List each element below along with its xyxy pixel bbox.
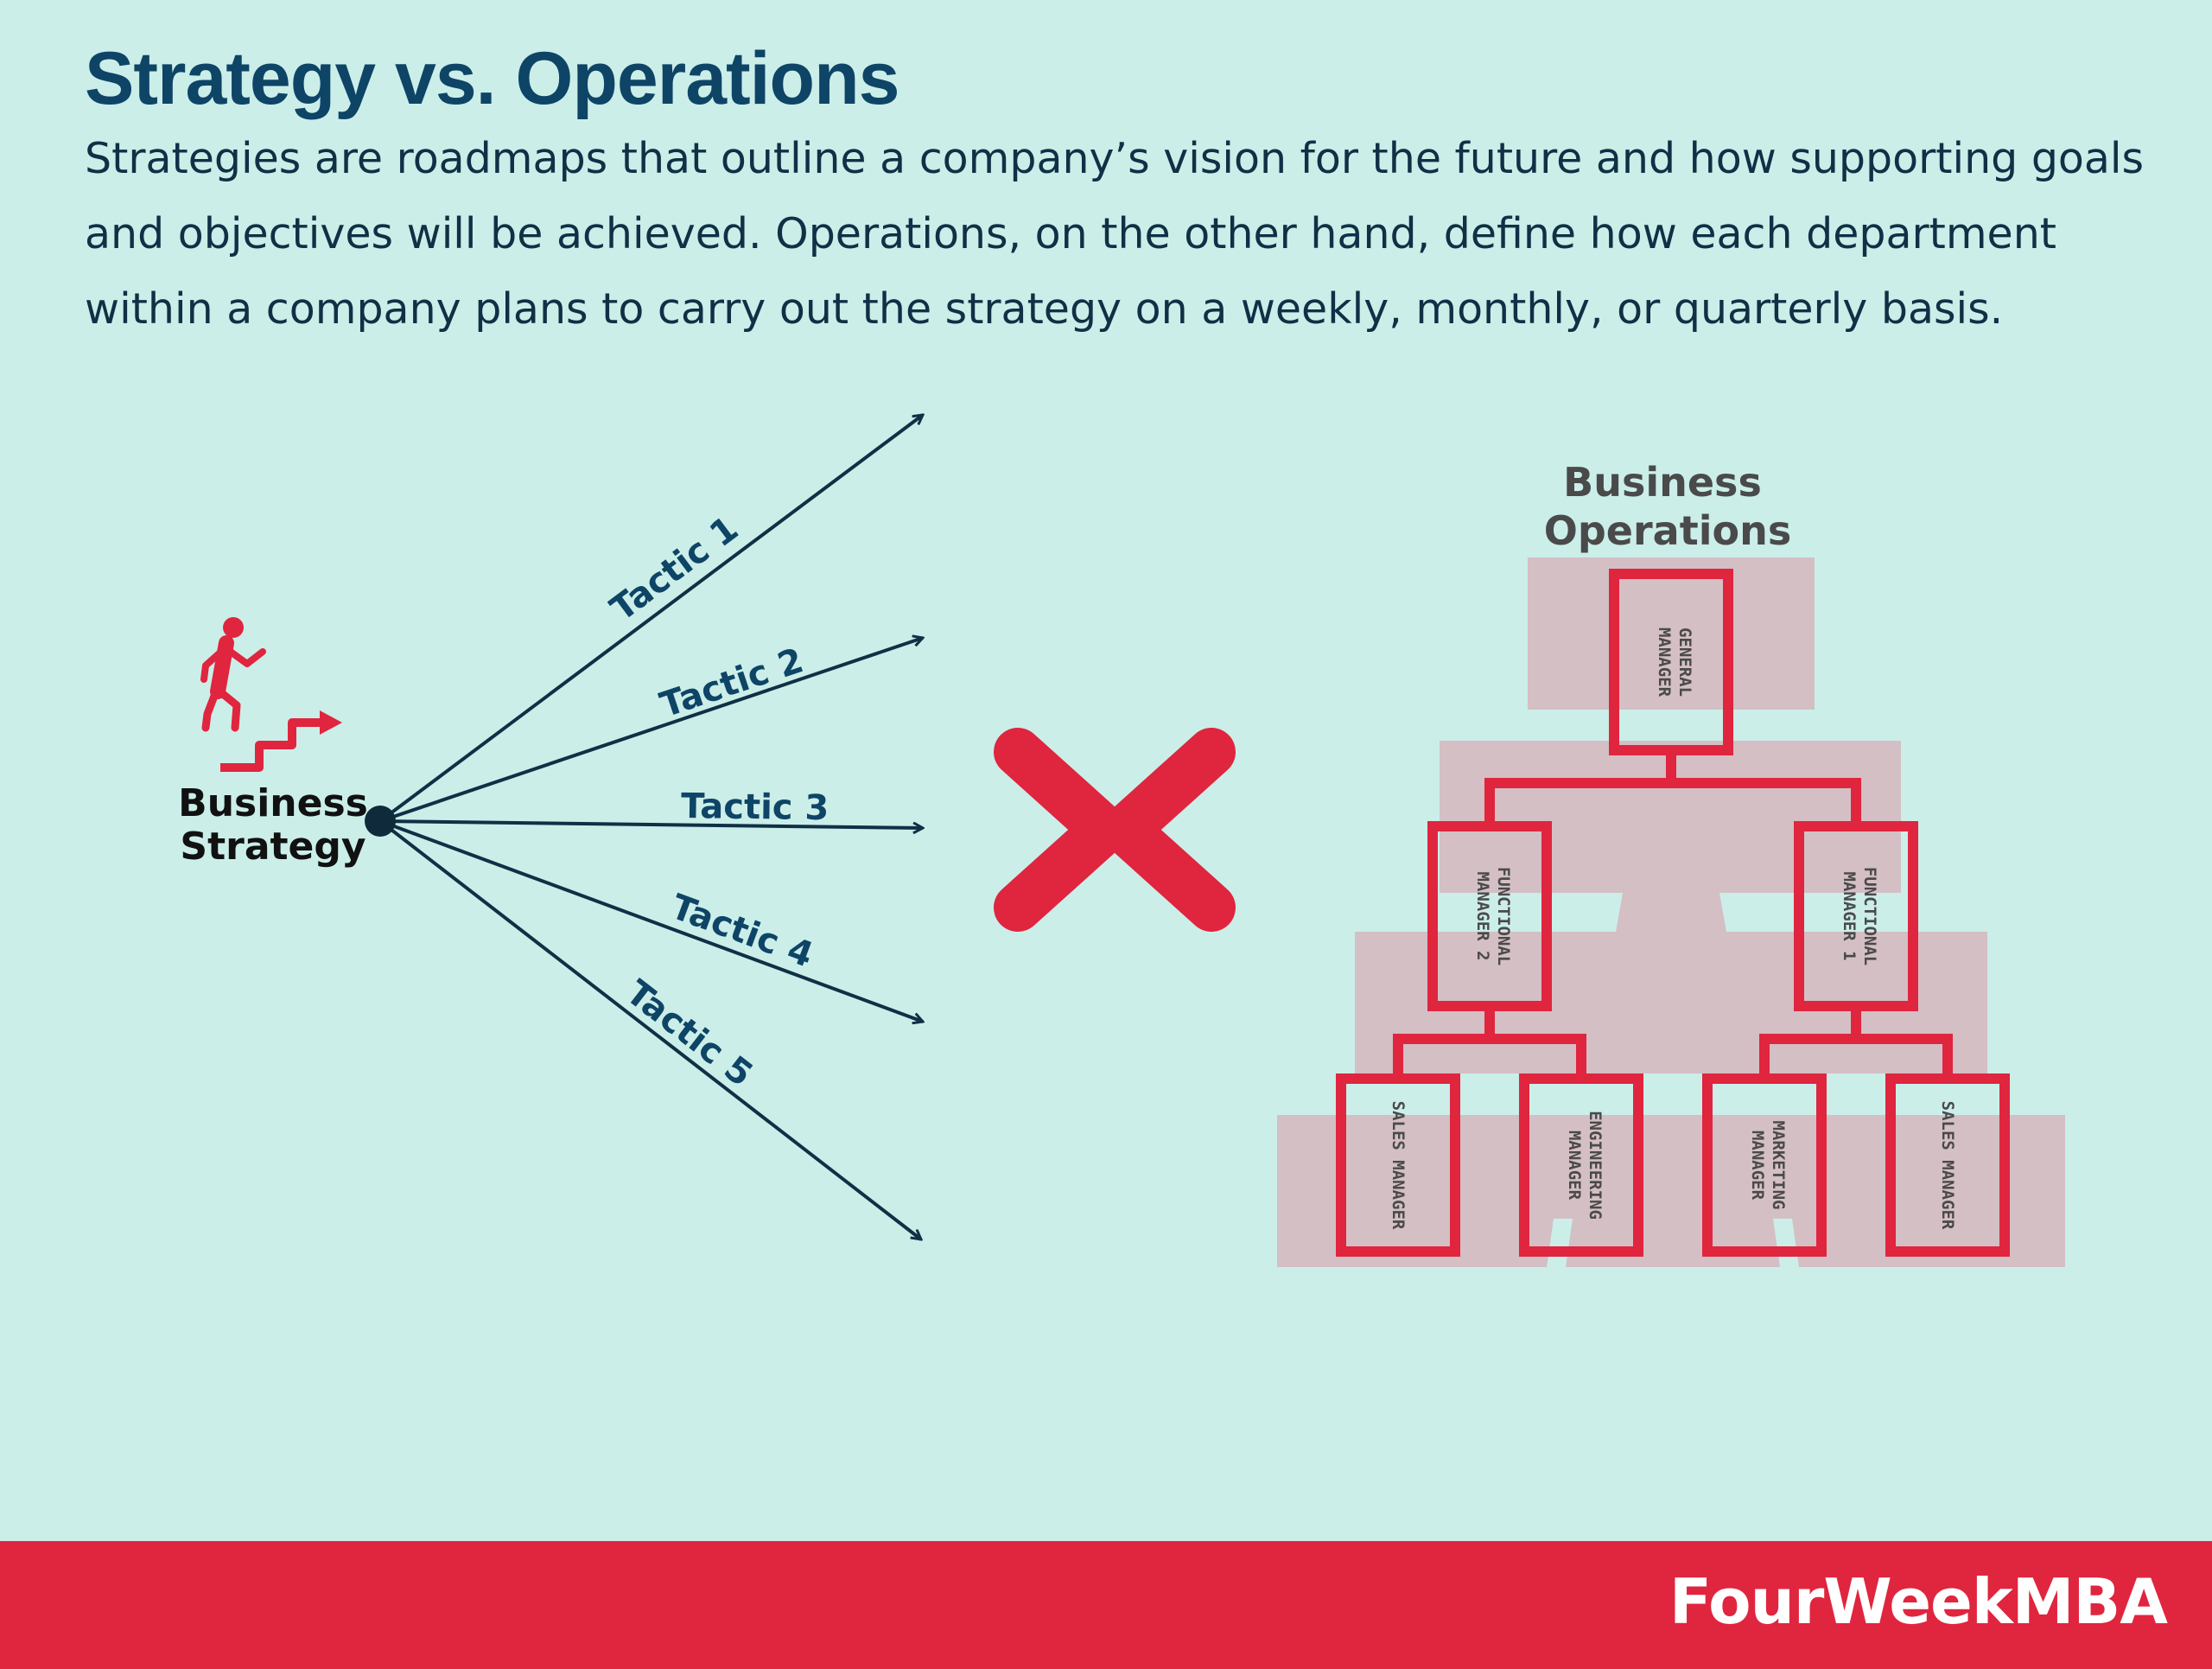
functional-manager-2-box (1427, 821, 1552, 1011)
general-manager-label: GENERAL MANAGER (1655, 627, 1694, 698)
tactic-arrow-3 (379, 819, 923, 828)
tactic-label-3: Tactic 3 (681, 787, 830, 828)
marketing-manager-box (1702, 1073, 1827, 1257)
svg-text:MANAGER 2: MANAGER 2 (1473, 872, 1492, 961)
svg-text:ENGINEERING: ENGINEERING (1586, 1111, 1605, 1220)
business-strategy-label-line1: Business (178, 781, 368, 825)
svg-text:MARKETING: MARKETING (1769, 1121, 1788, 1210)
engineering-manager-label: ENGINEERING MANAGER (1565, 1111, 1605, 1220)
functional-manager-1-label: FUNCTIONAL MANAGER 1 (1840, 867, 1879, 965)
strategy-origin-dot (365, 806, 396, 837)
functional-manager-1-box (1794, 821, 1918, 1011)
svg-text:SALES MANAGER: SALES MANAGER (1938, 1101, 1957, 1230)
tactic-arrow-2 (379, 638, 923, 823)
sales-manager-left-box (1336, 1073, 1460, 1257)
business-strategy-label-line2: Strategy (180, 825, 365, 869)
svg-text:GENERAL: GENERAL (1675, 627, 1694, 697)
general-manager-box (1609, 569, 1733, 755)
svg-text:MANAGER 1: MANAGER 1 (1840, 872, 1859, 961)
converging-chevrons-icon (994, 728, 1236, 932)
brand-logo: FourWeekMBA (1669, 1565, 2168, 1638)
tactic-label-5: Tactic 5 (619, 973, 760, 1095)
marketing-manager-label: MARKETING MANAGER (1748, 1121, 1788, 1210)
tactic-arrow-1 (378, 415, 923, 823)
engineering-manager-box (1519, 1073, 1643, 1257)
business-operations-title-line1: Business (1563, 459, 1762, 506)
tactic-label-2: Tactic 2 (656, 640, 809, 725)
page-title: Strategy vs. Operations (85, 37, 899, 120)
sales-manager-right-box (1885, 1073, 2010, 1257)
functional-manager-2-label: FUNCTIONAL MANAGER 2 (1473, 867, 1513, 965)
tactic-label-4: Tactic 4 (666, 887, 818, 976)
description: Strategies are roadmaps that outline a c… (85, 134, 2145, 334)
tactic-arrow-4 (379, 819, 923, 1022)
business-operations-title-line2: Operations (1544, 507, 1791, 554)
svg-text:FUNCTIONAL: FUNCTIONAL (1860, 867, 1879, 965)
svg-text:MANAGER: MANAGER (1748, 1131, 1767, 1201)
pyramid-backdrop (1277, 557, 2065, 1267)
sales-manager-right-label: SALES MANAGER (1938, 1101, 1957, 1230)
runner-stairs-icon (200, 617, 342, 772)
svg-text:SALES MANAGER: SALES MANAGER (1389, 1101, 1408, 1230)
svg-text:MANAGER: MANAGER (1655, 627, 1674, 698)
svg-text:FUNCTIONAL: FUNCTIONAL (1494, 867, 1513, 965)
org-connectors (1393, 750, 1953, 1079)
sales-manager-left-label: SALES MANAGER (1389, 1101, 1408, 1230)
tactic-arrow-5 (378, 819, 921, 1239)
org-boxes (1336, 569, 2010, 1257)
strategy-operations-diagram: Business Strategy Tactic 1 Tactic 2 Tact… (178, 0, 2065, 1267)
tactic-label-1: Tactic 1 (603, 509, 746, 629)
svg-text:MANAGER: MANAGER (1565, 1131, 1584, 1201)
footer-bar: FourWeekMBA (0, 1541, 2212, 1669)
